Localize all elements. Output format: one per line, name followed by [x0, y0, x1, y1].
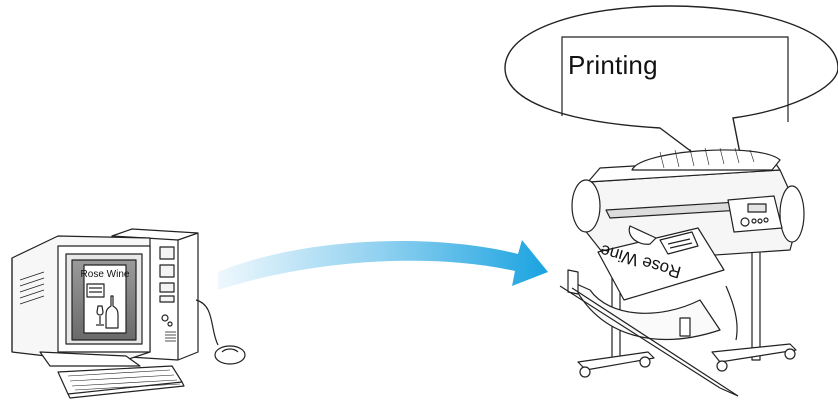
computer-illustration [11, 228, 246, 399]
balloon-status-text: Printing [568, 50, 658, 80]
keyboard [57, 365, 185, 399]
screen-document [83, 264, 127, 334]
flow-arrow [218, 240, 548, 290]
output-sheet [597, 225, 725, 301]
speech-balloon [504, 5, 838, 196]
mouse [214, 345, 246, 365]
mouse-cable [195, 299, 219, 346]
monitor [11, 235, 151, 367]
printer-illustration [559, 147, 805, 397]
screen-document-title: Rose Wine [81, 269, 130, 280]
